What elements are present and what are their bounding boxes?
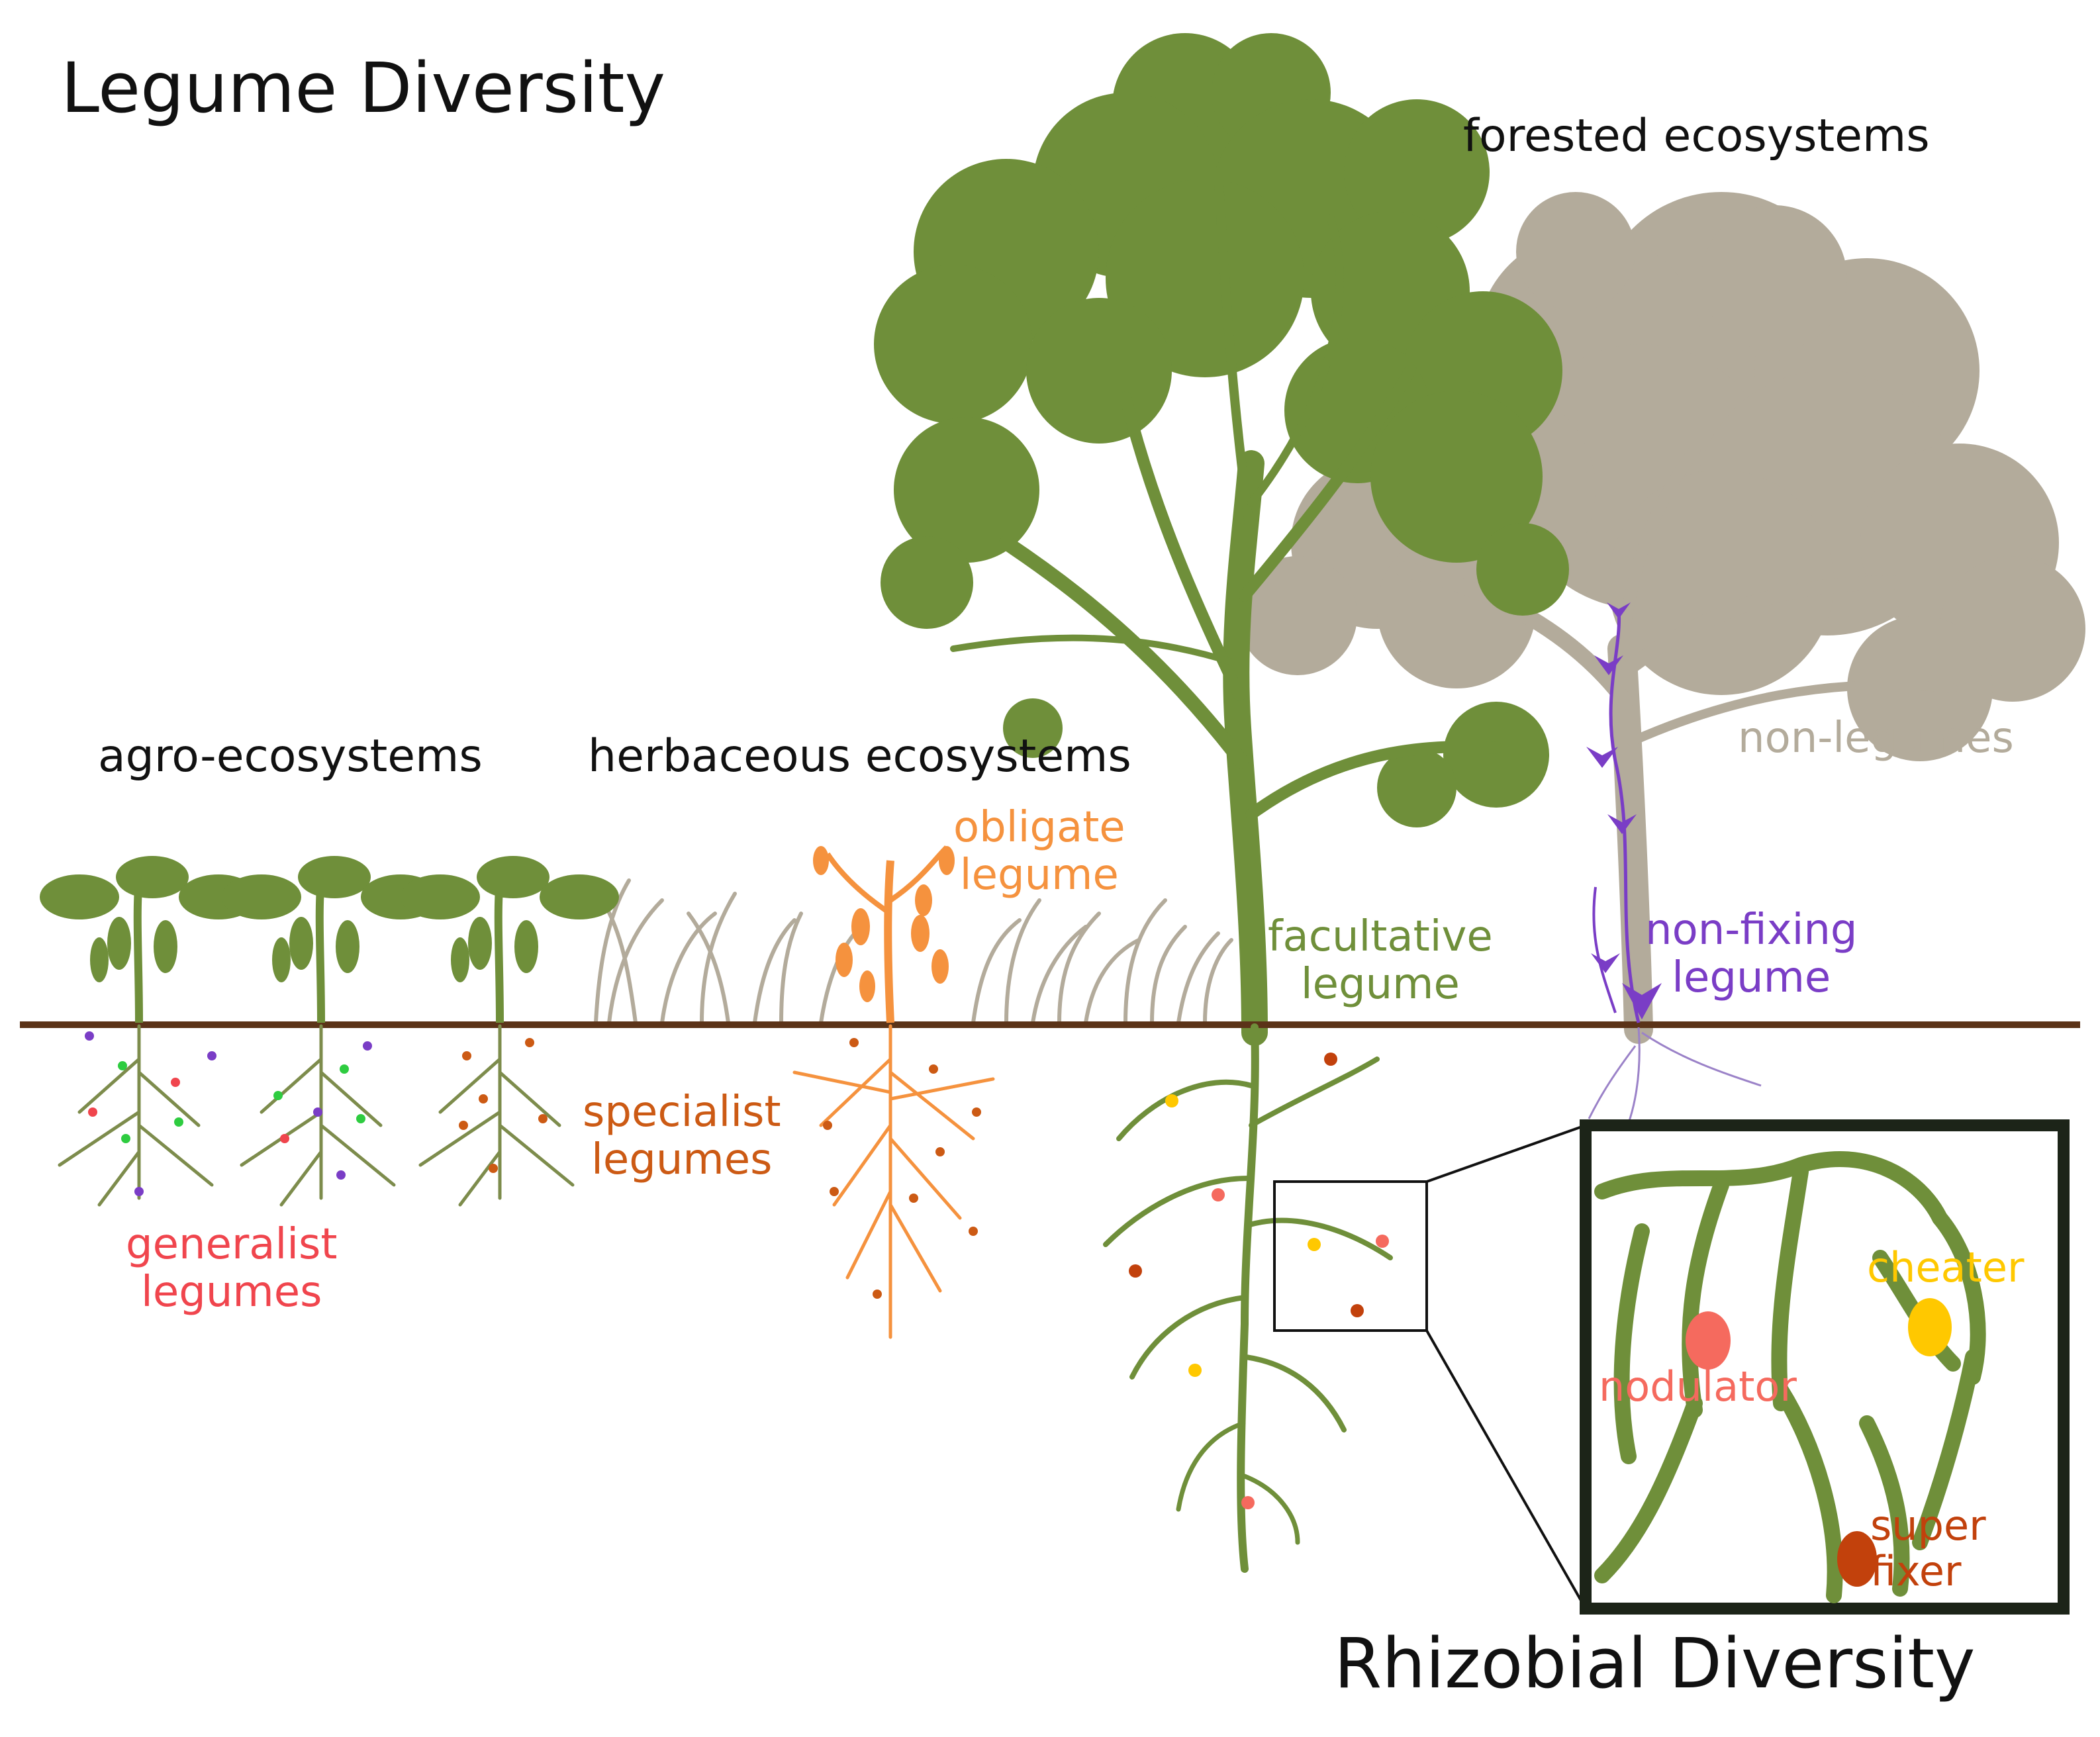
facultative-legume-tree-branches bbox=[950, 167, 1502, 1046]
facultative-legume-line-2: legume bbox=[1300, 959, 1460, 1009]
non-legume-trunk bbox=[1396, 444, 1958, 1044]
cheater-nodule bbox=[1908, 1298, 1952, 1356]
grass-tufts bbox=[594, 878, 1233, 1025]
agro-plant-1 bbox=[40, 856, 258, 1023]
rhizobia-inset bbox=[1580, 1119, 2070, 1615]
rhizobial-diversity-title: Rhizobial Diversity bbox=[1334, 1623, 1976, 1704]
facultative-legume-tree-crown bbox=[874, 33, 1569, 827]
herbaceous-ecosystems-label: herbaceous ecosystems bbox=[588, 730, 1131, 782]
nodulator-label: nodulator bbox=[1599, 1362, 1797, 1411]
facultative-legume-roots bbox=[1103, 1023, 1393, 1573]
cheater-label: cheater bbox=[1867, 1243, 2025, 1291]
super-fixer-line-2: fixer bbox=[1870, 1547, 1962, 1596]
non-legumes-label: non-legumes bbox=[1738, 714, 2014, 763]
obligate-legume-line-1: obligate bbox=[953, 803, 1125, 852]
obligate-legume-label: obligate legume bbox=[953, 804, 1125, 899]
facultative-legume-line-1: facultative bbox=[1268, 912, 1493, 961]
agro-plant-3 bbox=[401, 856, 619, 1023]
generalist-legumes-line-2: legumes bbox=[141, 1267, 322, 1317]
zoom-source-box bbox=[1273, 1180, 1428, 1332]
facultative-nodules bbox=[1129, 1053, 1389, 1509]
obligate-legume-plant bbox=[813, 845, 955, 1023]
specialist-legumes-line-1: specialist bbox=[583, 1088, 781, 1137]
non-fixing-legume-line-2: legume bbox=[1672, 953, 1831, 1002]
nodulator-nodule bbox=[1686, 1311, 1731, 1370]
non-fixing-legume-label: non-fixing legume bbox=[1645, 906, 1858, 1002]
non-fixing-legume-vine bbox=[1586, 602, 1662, 1023]
specialist-legumes-line-2: legumes bbox=[591, 1135, 773, 1184]
forested-ecosystems-label: forested ecosystems bbox=[1463, 110, 1930, 162]
agro-plant-2 bbox=[222, 856, 440, 1023]
generalist-nodules bbox=[85, 1031, 548, 1196]
generalist-legumes-label: generalist legumes bbox=[126, 1221, 337, 1316]
generalist-legumes-line-1: generalist bbox=[126, 1220, 338, 1269]
specialist-legumes-label: specialist legumes bbox=[583, 1088, 781, 1184]
super-fixer-line-1: super bbox=[1870, 1501, 1986, 1550]
obligate-legume-roots bbox=[792, 1024, 995, 1339]
zoom-connector-bottom bbox=[1425, 1330, 1587, 1609]
obligate-legume-line-2: legume bbox=[959, 850, 1119, 900]
zoom-connector-top bbox=[1426, 1124, 1586, 1183]
facultative-legume-label: facultative legume bbox=[1268, 912, 1493, 1009]
agro-ecosystems-label: agro-ecosystems bbox=[98, 730, 483, 782]
super-fixer-label: super fixer bbox=[1870, 1503, 1986, 1595]
non-fixing-legume-line-1: non-fixing bbox=[1645, 906, 1858, 955]
specialist-nodules bbox=[823, 1038, 981, 1299]
super-fixer-nodule bbox=[1837, 1531, 1877, 1587]
legume-diversity-title: Legume Diversity bbox=[61, 48, 666, 128]
